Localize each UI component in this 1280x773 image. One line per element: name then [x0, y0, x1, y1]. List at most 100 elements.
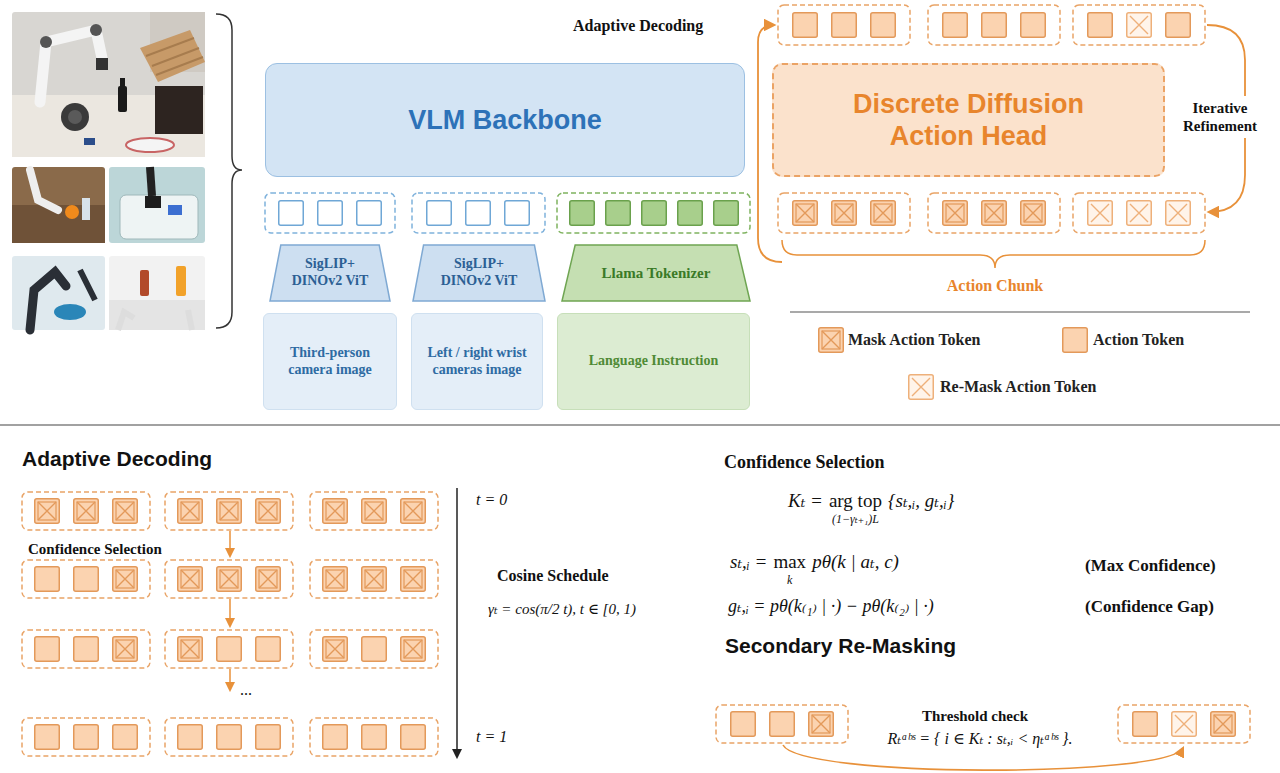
legend-sample	[819, 328, 844, 353]
robot-photo	[140, 30, 205, 82]
tokenizer-trapezoid-outline	[562, 245, 750, 301]
robot-photo	[12, 167, 105, 243]
token-group	[557, 193, 750, 233]
token-group	[1021, 201, 1046, 226]
formula-row: sₜ,ᵢ =maxkpθ(k | aₜ, c)	[730, 551, 899, 586]
robot-photo	[188, 310, 192, 330]
token-group	[323, 499, 348, 524]
token-group	[362, 499, 387, 524]
node-text: Language Instruction	[569, 353, 739, 370]
formula: Rₜᵃᵇˢ = { i ∈ Kₜ : sₜ,ᵢ < ηₜᵃᵇˢ }.	[849, 729, 1111, 748]
token-group	[178, 567, 203, 592]
token-group	[165, 630, 293, 668]
formula: Kₜ =	[788, 490, 823, 513]
token-group	[22, 492, 150, 530]
robot-photo	[120, 78, 125, 88]
robot-photo	[90, 24, 102, 36]
token-group	[217, 725, 242, 750]
robot-photo	[40, 30, 102, 102]
formula: {sₜ,ᵢ, gₜ,ᵢ}	[888, 490, 954, 513]
token-group	[74, 499, 99, 524]
token-group	[1211, 712, 1236, 737]
node-text: SigLIP+ DINOv2 ViT	[284, 256, 376, 290]
robot-photo	[84, 138, 95, 145]
step-label: Threshold check	[900, 707, 1050, 725]
token-group	[323, 567, 348, 592]
schedule-label: Cosine Schedule	[497, 566, 609, 585]
robot-photo	[96, 58, 108, 70]
robot-photo	[120, 195, 198, 239]
token-group	[113, 725, 138, 750]
token-group	[310, 560, 438, 598]
token-group	[74, 567, 99, 592]
token-group	[1073, 193, 1205, 233]
robot-photo	[109, 167, 205, 243]
robot-photo	[30, 272, 66, 330]
formula-row: Kₜ =arg top(1−γₜ₊₁)L{sₜ,ᵢ, gₜ,ᵢ}	[788, 490, 954, 525]
formula-stack: maxk	[773, 551, 806, 586]
section-heading: Confidence Selection	[724, 452, 884, 474]
token-group	[1073, 193, 1205, 233]
token-group	[770, 712, 795, 737]
token-group	[22, 560, 150, 598]
ellipsis: ...	[240, 680, 252, 699]
token-group	[165, 718, 293, 756]
robot-photo	[146, 38, 203, 75]
token-group	[778, 193, 910, 233]
input-box: Third-person camera image	[263, 313, 397, 410]
token-group	[362, 567, 387, 592]
token-group	[731, 712, 756, 737]
token-group	[310, 718, 438, 756]
token-group	[178, 725, 203, 750]
token-group	[22, 630, 150, 668]
robot-photo	[30, 170, 58, 210]
token-group	[165, 492, 293, 530]
token-group	[310, 630, 438, 668]
token-group	[928, 193, 1060, 233]
token-group	[323, 637, 348, 662]
token-group	[35, 637, 60, 662]
time-label: t = 1	[476, 727, 507, 746]
node-text: Llama Tokenizer	[581, 264, 731, 282]
formula: gₜ,ᵢ = pθ(k₍₁₎ | ·) − pθ(k₍₂₎ | ·)	[728, 596, 934, 618]
token-group	[427, 201, 452, 226]
token-group	[466, 201, 491, 226]
node-text: VLM Backbone	[285, 104, 725, 136]
token-group	[165, 560, 293, 598]
formula: sₜ,ᵢ =	[730, 551, 767, 574]
token-group	[1133, 712, 1158, 737]
section-heading: Secondary Re-Masking	[725, 633, 956, 658]
step-arrow	[229, 531, 231, 556]
token-group	[310, 560, 438, 598]
step-label: Confidence Selection	[28, 540, 162, 558]
time-label: t = 0	[476, 490, 507, 509]
token-group	[1073, 5, 1205, 45]
encoder-trapezoid-outline	[270, 245, 390, 301]
node-text: Discrete Diffusion Action Head	[824, 88, 1114, 153]
formula: arg top	[829, 490, 882, 513]
robot-photo	[109, 256, 205, 330]
bracket	[216, 14, 242, 328]
token-group	[1118, 705, 1250, 743]
legend-text: Mask Action Token	[848, 330, 980, 349]
token-group	[943, 13, 968, 38]
node-text: Third-person camera image	[272, 345, 388, 379]
formula: max	[773, 551, 806, 574]
token-group	[793, 201, 818, 226]
token-group	[279, 201, 304, 226]
legend-sample	[1063, 328, 1088, 353]
robot-photo	[126, 138, 174, 152]
token-group	[22, 718, 150, 756]
robot-photo	[61, 103, 89, 131]
token-group	[113, 637, 138, 662]
token-group	[22, 718, 150, 756]
token-group	[35, 725, 60, 750]
robot-photo	[54, 304, 86, 320]
token-group	[256, 499, 281, 524]
input-box: Left / right wrist cameras image	[411, 313, 543, 410]
token-group	[310, 492, 438, 530]
token-group	[1088, 13, 1113, 38]
robot-photo	[109, 167, 205, 243]
token-group	[310, 492, 438, 530]
